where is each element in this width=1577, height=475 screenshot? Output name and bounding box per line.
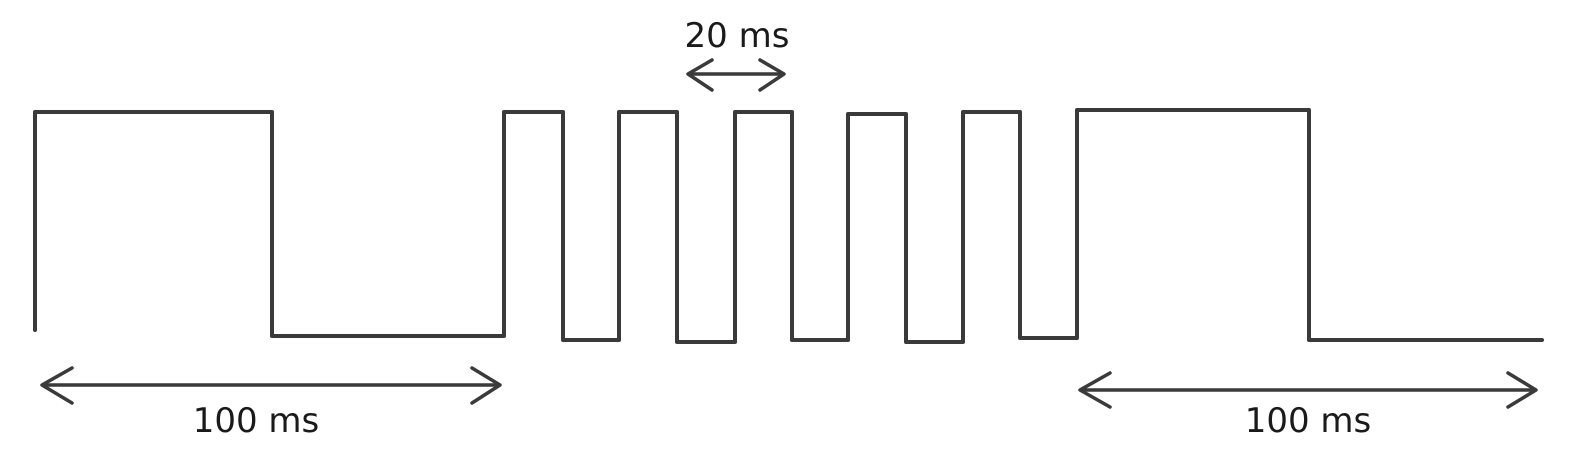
arrow-right-head-icon: [470, 366, 502, 405]
arrow-left-head-icon: [686, 58, 714, 92]
period-arrow: [686, 58, 786, 92]
arrow-right-head-icon: [1506, 371, 1538, 409]
square-wave-signal: [33, 108, 1544, 344]
right-span-label: 100 ms: [1245, 401, 1372, 441]
right-span-arrow: [1078, 371, 1538, 409]
period-label: 20 ms: [685, 16, 790, 56]
arrow-left-head-icon: [1078, 371, 1112, 409]
arrow-left-head-icon: [40, 366, 74, 405]
left-span-arrow: [40, 366, 502, 405]
left-span-label: 100 ms: [193, 401, 320, 441]
arrow-right-head-icon: [758, 58, 786, 92]
